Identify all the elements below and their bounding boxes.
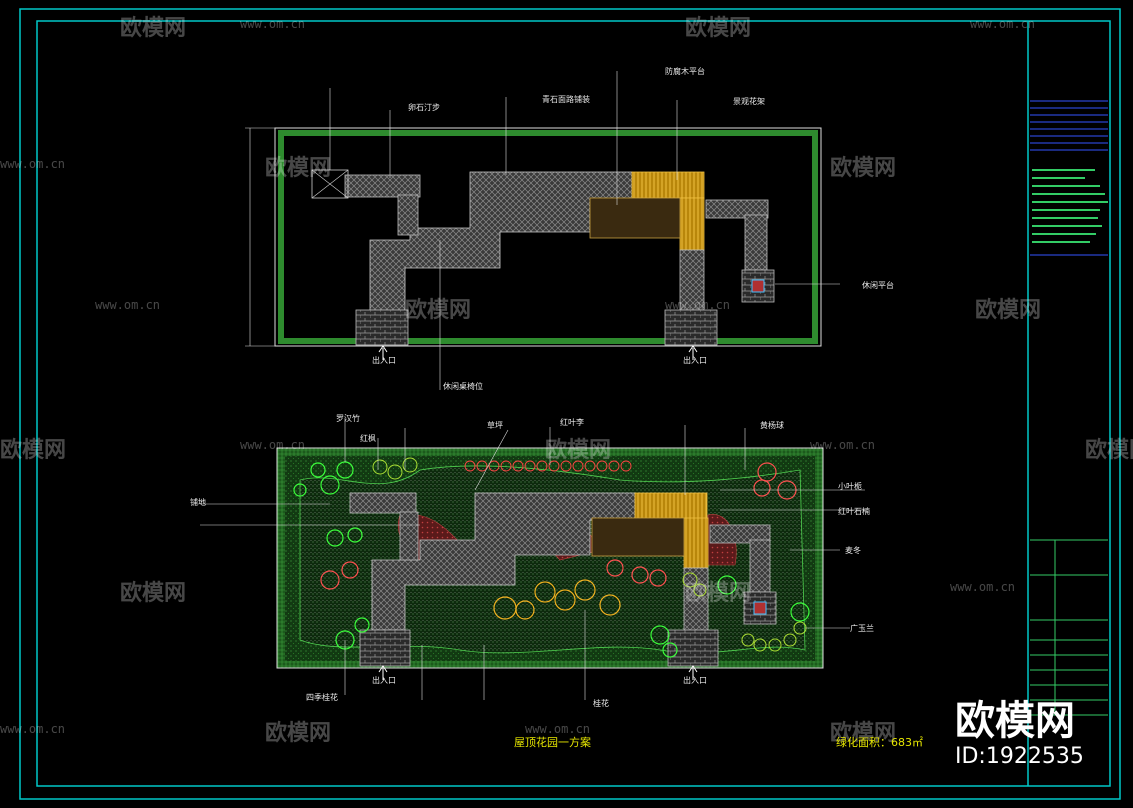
bottom-plan [200,418,865,700]
drawing-title: 屋顶花园一方案 [514,736,591,749]
label-tree: 桂花 [593,699,609,708]
bottom-plan-step-right-2 [749,539,771,593]
watermark: 欧模网 [545,438,612,463]
label-lawn: 草坪 [487,421,503,430]
outer-frame [19,8,1121,800]
bottom-plan-shrubs [372,457,807,652]
bottom-plan-path-right [683,567,709,637]
inner-frame [36,20,1111,787]
label-entrance-right-bottom: 出入口 [683,676,707,685]
bottom-plan-paving-path [371,492,636,631]
label-red-leaf: 红叶李 [560,418,584,427]
watermark: 欧模网 [830,721,897,746]
label-grass-plant: 麦冬 [845,546,861,555]
bottom-plan-step-right [709,524,771,544]
label-hedge: 黄杨球 [760,421,784,430]
top-plan-rack-vertical [679,197,705,251]
watermark-url: www.om.cn [970,17,1036,31]
bottom-plan-red-row [464,460,632,472]
label-stepping-path: 青石面路铺装 [542,95,590,104]
top-plan-border [274,127,822,347]
label-paving: 铺地 [190,498,206,507]
watermark-url: www.om.cn [95,298,161,312]
top-plan-platform-center [751,279,765,293]
watermark: 欧模网 [120,16,187,41]
label-entrance-right-top: 出入口 [683,356,707,365]
watermark: 欧模网 [975,298,1042,323]
title-block-lines [1030,100,1108,716]
top-plan-flower-rack [631,171,705,199]
watermark: 欧模网 [265,721,332,746]
watermark: 欧模网 [1085,438,1133,463]
bottom-plan-step-stones-2 [399,511,419,561]
label-maple: 红枫 [360,434,376,443]
top-plan [245,71,840,390]
watermark: 欧模网 [265,156,332,181]
watermark-url: www.om.cn [240,438,306,452]
bottom-plan-flower-rack [634,492,708,520]
bottom-plan-yellow-trees [493,579,621,620]
label-entrance-left-bottom: 出入口 [372,676,396,685]
watermark-url: www.om.cn [950,580,1016,594]
label-flower-plant: 小叶栀 [838,482,862,491]
label-wood-deck: 防腐木平台 [665,67,705,76]
label-flower-rack: 景观花架 [733,97,765,106]
label-seasonal: 四季桂花 [306,693,338,702]
bottom-plan-entrance-left [359,629,411,667]
label-entrance-left-top: 出入口 [372,356,396,365]
label-bamboo: 罗汉竹 [336,414,360,423]
label-red-stone: 红叶石楠 [838,507,870,516]
watermark-url: www.om.cn [665,298,731,312]
label-stone-step: 卵石汀步 [408,103,440,112]
bottom-plan-step-stones [349,492,417,514]
brand-logo: 欧模网 [955,698,1075,744]
bottom-plan-trees [293,461,810,658]
top-plan-entrance-right [664,309,718,346]
top-plan-entrance-left [355,309,409,346]
top-plan-step-right [705,199,769,219]
brand-id: ID:1922535 [955,744,1084,769]
area-note: 绿化面积：683㎡ [836,736,923,749]
label-jade: 广玉兰 [850,624,874,633]
top-plan-wood-deck [589,197,681,239]
top-plan-hedge-border [278,130,818,344]
watermark-url: www.om.cn [0,722,66,736]
watermark: 欧模网 [120,581,187,606]
watermark: 欧模网 [830,156,897,181]
label-seat-position: 休闲桌椅位 [443,382,483,391]
top-plan-step-right-2 [744,214,768,271]
watermark-url: www.om.cn [0,157,66,171]
bottom-plan-wood-deck [591,517,685,557]
watermark-url: www.om.cn [525,722,591,736]
top-plan-step-stones [344,174,421,198]
watermark: 欧模网 [405,298,472,323]
watermark: 欧模网 [0,438,67,463]
watermark: 欧模网 [685,16,752,41]
bottom-plan-entrance-right [667,629,719,667]
top-plan-step-stones-2 [397,194,419,236]
watermark: 欧模网 [685,581,752,606]
watermark-url: www.om.cn [240,17,306,31]
watermark-url: www.om.cn [810,438,876,452]
bottom-plan-platform-center [753,601,767,615]
bottom-plan-rack-vertical [683,517,709,569]
label-rest-platform: 休闲平台 [862,281,894,290]
